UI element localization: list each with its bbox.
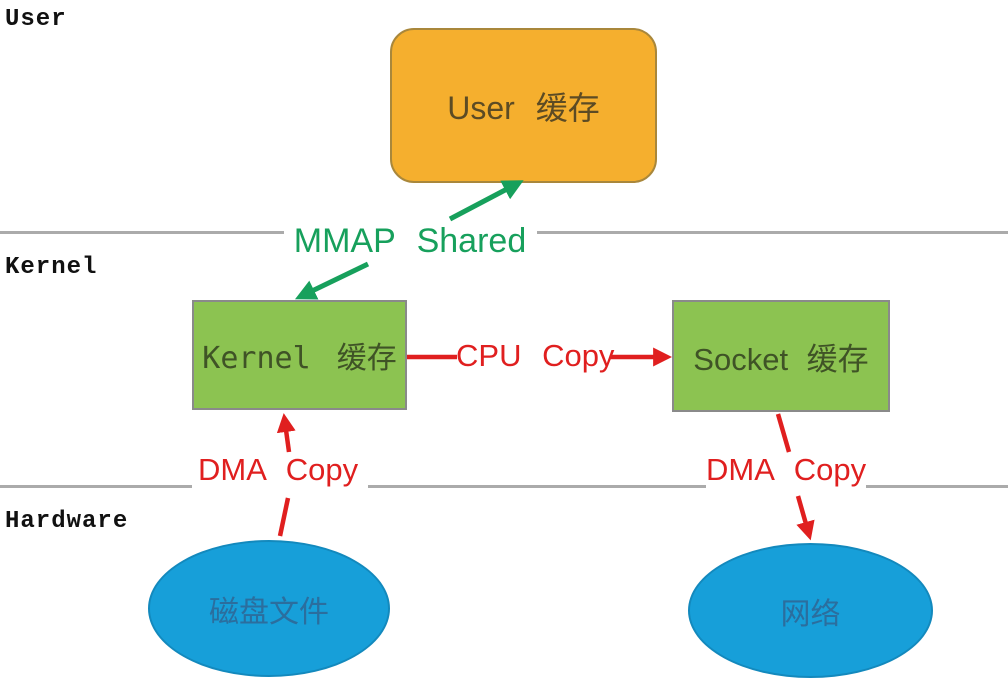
mmap-arrow-to-user-buffer — [448, 180, 524, 222]
user-kernel-divider-left — [0, 231, 284, 234]
socket-buffer-node: Socket 缓存 — [672, 300, 890, 412]
kernel-layer-label: Kernel — [5, 254, 98, 281]
dma-copy-right-edge-label: DMA Copy — [706, 452, 867, 487]
kernel-hardware-divider-middle — [368, 485, 706, 488]
network-label: 网络 — [780, 597, 841, 631]
dma-copy-left-arrow-tail — [277, 497, 291, 537]
dma-copy-right-arrow-head — [795, 495, 815, 541]
network-node: 网络 — [688, 543, 933, 678]
user-buffer-label: User 缓存 — [447, 89, 600, 126]
user-layer-label: User — [5, 6, 67, 33]
dma-copy-right-arrow-tail — [775, 413, 792, 453]
socket-buffer-label: Socket 缓存 — [693, 341, 869, 377]
disk-file-label: 磁盘文件 — [209, 595, 329, 629]
disk-file-node: 磁盘文件 — [148, 540, 390, 677]
user-kernel-divider-right — [537, 231, 1008, 234]
kernel-hardware-divider-left — [0, 485, 192, 488]
dma-copy-left-arrow-head — [276, 413, 296, 453]
hardware-layer-label: Hardware — [5, 508, 129, 535]
cpu-copy-edge-label: CPU Copy — [456, 338, 615, 373]
user-buffer-node: User 缓存 — [390, 28, 657, 183]
mmap-shared-edge-label: MMAP Shared — [293, 222, 527, 260]
mmap-arrow-to-kernel-buffer — [294, 261, 370, 300]
kernel-buffer-label: Kernel 缓存 — [202, 341, 397, 376]
kernel-hardware-divider-right — [866, 485, 1008, 488]
kernel-buffer-node: Kernel 缓存 — [192, 300, 407, 410]
dma-copy-left-edge-label: DMA Copy — [198, 452, 359, 487]
